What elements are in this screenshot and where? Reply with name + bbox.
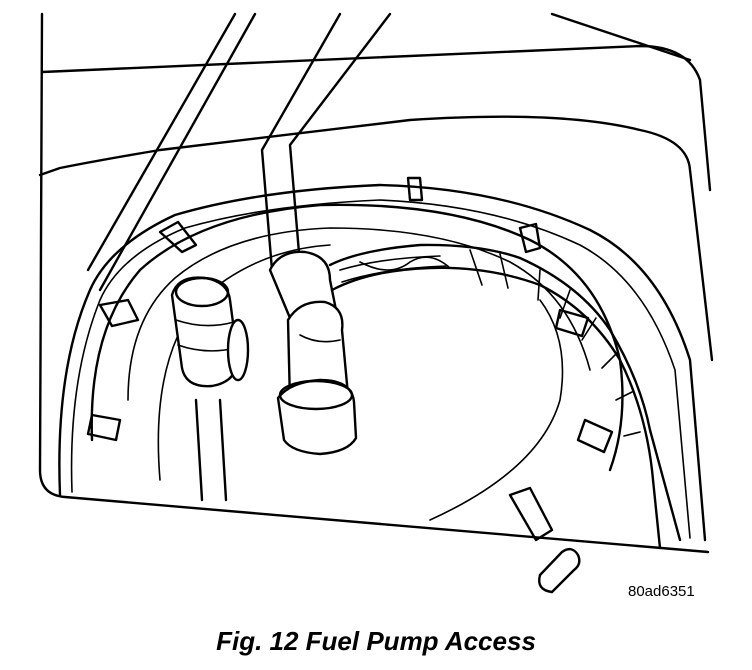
right-fitting bbox=[268, 250, 358, 456]
figure-code: 80ad6351 bbox=[628, 583, 695, 600]
figure-caption: Fig. 12 Fuel Pump Access bbox=[216, 626, 536, 656]
alignment-pin bbox=[538, 547, 581, 594]
left-fitting bbox=[170, 276, 250, 388]
lock-ring bbox=[86, 176, 624, 542]
wiring-harness bbox=[328, 243, 682, 550]
fuel-lines bbox=[86, 12, 392, 502]
floor-panel bbox=[38, 12, 714, 554]
